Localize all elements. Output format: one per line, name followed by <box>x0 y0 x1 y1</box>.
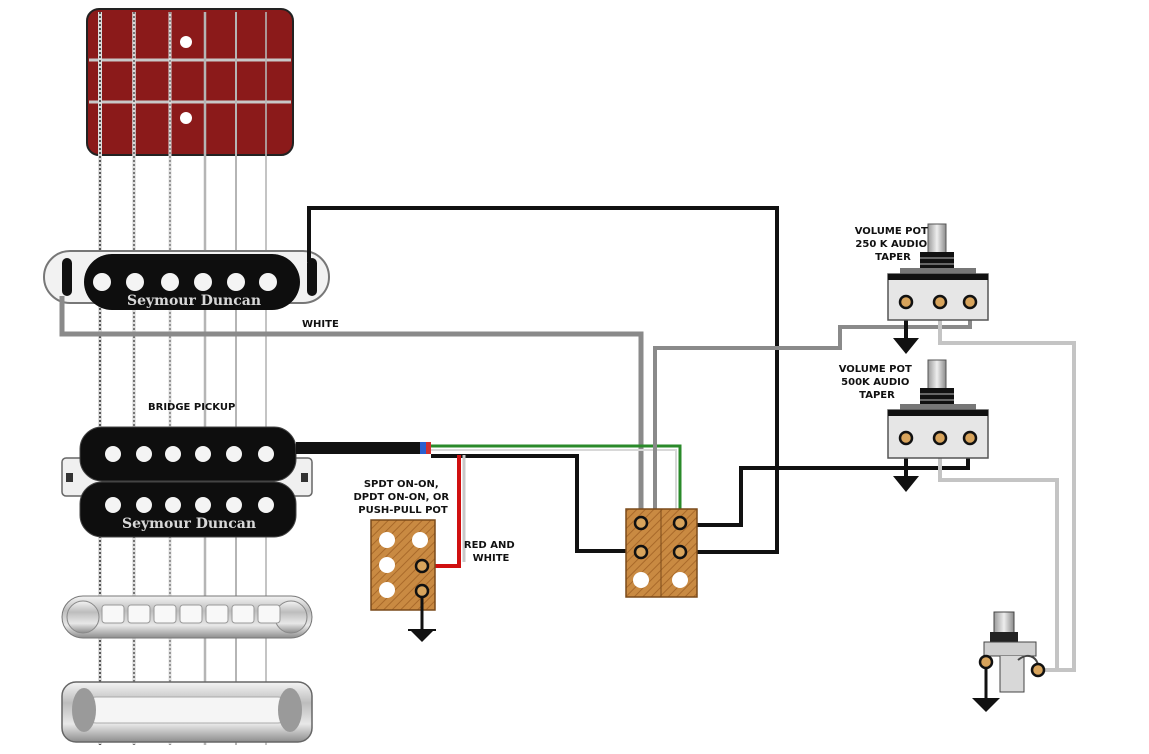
volume2-label: VOLUME POT 500K AUDIO TAPER <box>839 364 916 401</box>
tailpiece <box>61 681 313 743</box>
volume2-output-wire <box>938 440 1059 670</box>
bare-wire <box>431 449 677 522</box>
fret-marker-icon <box>180 36 192 124</box>
fretboard <box>86 8 294 156</box>
switch-label: SPDT ON-ON, DPDT ON-ON, OR PUSH-PULL POT <box>353 479 452 516</box>
white-wire-label: WHITE <box>302 319 339 330</box>
pole-pieces-icon <box>93 273 277 291</box>
ground-symbol-icon <box>893 338 919 354</box>
pole-pieces-icon <box>105 446 274 513</box>
ground-symbol-icon <box>408 629 436 642</box>
dpdt-switch <box>625 508 698 598</box>
neck-pickup: Seymour Duncan <box>43 250 330 310</box>
bridge-saddles-icon <box>101 604 281 624</box>
switch-to-volume1-wire <box>653 303 972 517</box>
volume1-label: VOLUME POT 250 K AUDIO TAPER <box>855 226 932 263</box>
spdt-switch <box>370 519 436 642</box>
volume1-output-wire <box>938 303 1076 672</box>
bridge-pickup: Seymour Duncan <box>61 426 313 538</box>
green-ground-wire <box>431 444 682 522</box>
volume-pot-250k <box>887 223 989 354</box>
neck-pickup-hot-wire <box>307 206 779 554</box>
bridge-pickup-brand: Seymour Duncan <box>122 516 256 532</box>
bridge-pickup-hot-wire <box>431 454 640 553</box>
bridge-pickup-label: BRIDGE PICKUP <box>148 402 235 413</box>
neck-pickup-brand: Seymour Duncan <box>127 293 261 309</box>
ground-symbol-icon <box>972 698 1000 712</box>
neck-pickup-white-wire <box>59 296 644 514</box>
guitar-bridge <box>61 595 313 639</box>
red-white-label: RED AND WHITE <box>464 540 518 564</box>
volume-pot-500k <box>887 359 989 492</box>
ground-symbol-icon <box>893 476 919 492</box>
output-jack <box>972 611 1046 712</box>
